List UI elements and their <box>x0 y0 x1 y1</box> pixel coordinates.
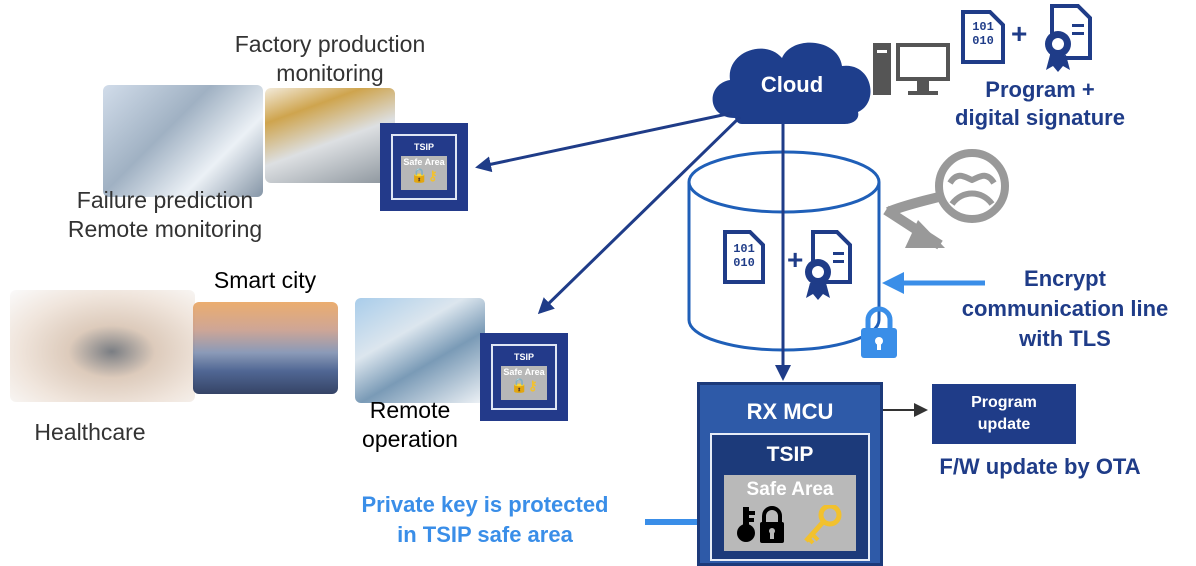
healthcare-label: Healthcare <box>34 419 146 445</box>
chip-safe-area: Safe Area 🔒⚷ <box>501 366 547 400</box>
certificate-icon-db <box>805 230 852 300</box>
program-update-box: Program update <box>932 384 1076 444</box>
black-key-icon <box>737 507 755 542</box>
factory-label-line1: Factory production <box>234 31 426 57</box>
certificate-icon <box>1045 4 1092 72</box>
arrow-to-remote <box>537 115 742 315</box>
remote-operation-label: Remote operation <box>355 396 465 454</box>
binary-file-icon-db <box>723 230 765 284</box>
program-signature-label: Program + digital signature <box>920 76 1160 132</box>
yellow-key-icon <box>804 505 842 545</box>
private-key-line2: in TSIP safe area <box>397 522 573 547</box>
binary-line-2: 010 <box>733 256 755 270</box>
binary-line-1: 101 <box>972 20 994 34</box>
encrypt-line1: Encrypt <box>1024 266 1106 291</box>
lock-key-icon: 🔒⚷ <box>510 377 538 393</box>
binary-text: 101 010 <box>965 20 1001 48</box>
chip-safe-area: Safe Area 🔒⚷ <box>401 156 447 190</box>
private-key-label: Private key is protected in TSIP safe ar… <box>320 490 650 550</box>
binary-file-icon <box>961 10 1005 64</box>
binary-line-1: 101 <box>733 242 755 256</box>
chip-safe-area-label: Safe Area <box>503 367 545 377</box>
tsip-chip-remote: TSIP Safe Area 🔒⚷ <box>480 333 568 421</box>
program-update-line1: Program <box>971 394 1037 411</box>
safe-area-icons <box>734 505 846 545</box>
smart-city-label: Smart city <box>213 267 317 293</box>
factory-photo-left <box>103 85 263 197</box>
tsip-chip-factory: TSIP Safe Area 🔒⚷ <box>380 123 468 211</box>
plus-sign-db: + <box>787 244 804 275</box>
rx-mcu-label: RX MCU <box>746 399 834 424</box>
remote-operation-line1: Remote <box>369 397 451 423</box>
key-lock-icons <box>737 505 842 545</box>
remote-operation-photo <box>355 298 485 403</box>
chip-tsip-label: TSIP <box>513 352 534 362</box>
chip-tsip-label: TSIP <box>413 142 434 152</box>
safe-area-block: Safe Area <box>724 475 856 551</box>
failure-label-line1: Failure prediction <box>76 187 254 213</box>
lock-key-icon: 🔒⚷ <box>410 167 438 183</box>
plus-sign: + <box>1011 18 1028 49</box>
fw-update-label: F/W update by OTA <box>939 454 1141 479</box>
cloud-label: Cloud <box>760 72 824 97</box>
padlock-icon <box>760 506 784 543</box>
binary-text-db: 101 010 <box>727 242 761 270</box>
computer-icon <box>873 43 950 95</box>
smart-city-photo <box>193 302 338 394</box>
encrypt-line3: with TLS <box>1019 326 1111 351</box>
cloud-icon <box>712 42 871 125</box>
hacker-icon <box>935 149 1009 223</box>
binary-line-2: 010 <box>972 34 994 48</box>
remote-operation-line2: operation <box>362 426 458 452</box>
failure-label: Failure prediction Remote monitoring <box>40 186 290 244</box>
failure-label-line2: Remote monitoring <box>67 216 263 242</box>
program-signature-line1: Program + <box>985 77 1095 102</box>
factory-photo-right <box>265 88 395 183</box>
chip-safe-area-label: Safe Area <box>403 157 445 167</box>
healthcare-photo <box>10 290 195 402</box>
safe-area-label: Safe Area <box>746 479 834 500</box>
factory-label-line2: monitoring <box>276 60 384 86</box>
tsip-label: TSIP <box>766 443 814 466</box>
tsip-block: TSIP Safe Area <box>710 433 870 561</box>
program-update-line2: update <box>977 416 1031 433</box>
rx-mcu-block: RX MCU TSIP Safe Area <box>697 382 883 566</box>
encrypt-line2: communication line <box>961 296 1169 321</box>
arrow-to-factory <box>475 111 733 173</box>
factory-label: Factory production monitoring <box>205 30 455 88</box>
encrypt-tls-label: Encrypt communication line with TLS <box>940 264 1190 354</box>
padlock-icon <box>861 306 897 358</box>
private-key-line1: Private key is protected <box>361 492 609 517</box>
program-signature-line2: digital signature <box>955 105 1125 130</box>
